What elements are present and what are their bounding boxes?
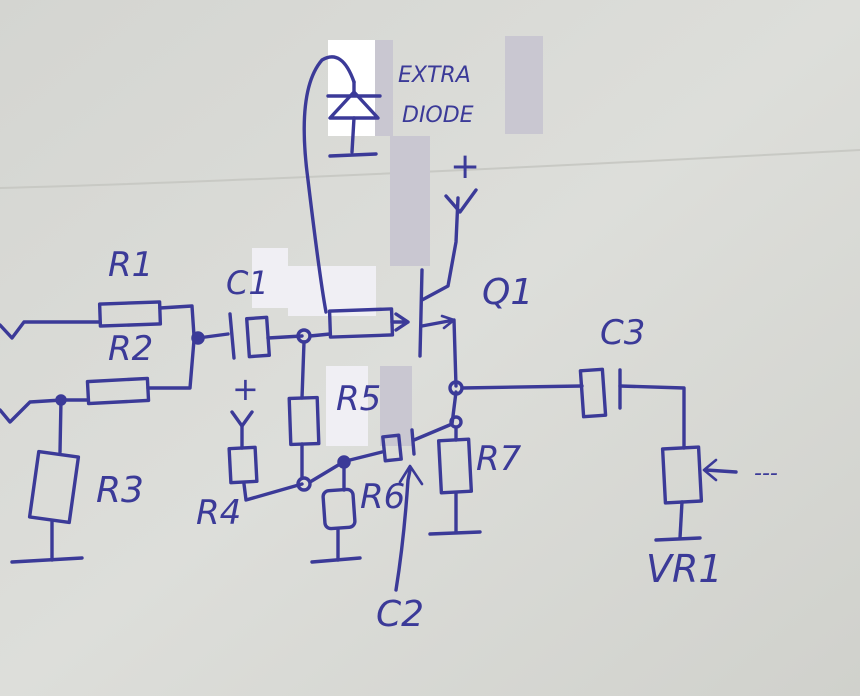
label-vr1: VR1: [646, 547, 723, 591]
resistor-r4: [227, 410, 304, 502]
capacitor-c3: [460, 367, 686, 450]
wire: [308, 332, 332, 338]
redaction-block: [326, 366, 368, 446]
potentiometer-vr1: [654, 445, 738, 542]
label-r5: R5: [336, 379, 381, 419]
label-diode: DIODE: [402, 103, 474, 128]
redaction-block: [505, 36, 543, 134]
redaction-block: [380, 366, 412, 446]
resistor-r6: [310, 466, 362, 564]
redaction-block: [252, 248, 288, 308]
resistor-r7: [428, 426, 482, 536]
label-arrow-dots: ---: [754, 461, 778, 486]
label-c2: C2: [376, 594, 424, 635]
base-resistor: [327, 307, 410, 339]
label-q1: Q1: [482, 272, 533, 313]
redaction-block: [390, 136, 430, 266]
resistor-r3: [10, 394, 84, 564]
label-r4: R4: [196, 493, 241, 533]
label-c3: C3: [600, 313, 645, 353]
label-r6: R6: [360, 477, 405, 517]
transistor-q1: [418, 188, 478, 388]
label-extra: EXTRA: [398, 63, 471, 88]
wire: [308, 462, 342, 484]
junction-node: [337, 455, 351, 469]
label-r1: R1: [108, 245, 153, 285]
label-plus-top: +: [450, 146, 480, 187]
label-r3: R3: [96, 470, 144, 511]
label-c1: C1: [226, 264, 269, 302]
label-plus-left: +: [232, 370, 259, 408]
resistor-r2: [0, 338, 196, 424]
extra-diode: [302, 55, 382, 314]
redaction-block: [375, 40, 393, 136]
junction-node: [296, 476, 312, 492]
resistor-r5: [287, 340, 321, 480]
redaction-block: [288, 266, 376, 316]
paper-fold: [0, 149, 860, 189]
capacitor-c2: [348, 390, 463, 592]
label-r2: R2: [108, 329, 153, 369]
resistor-r1: [0, 300, 196, 340]
label-r7: R7: [476, 439, 522, 479]
